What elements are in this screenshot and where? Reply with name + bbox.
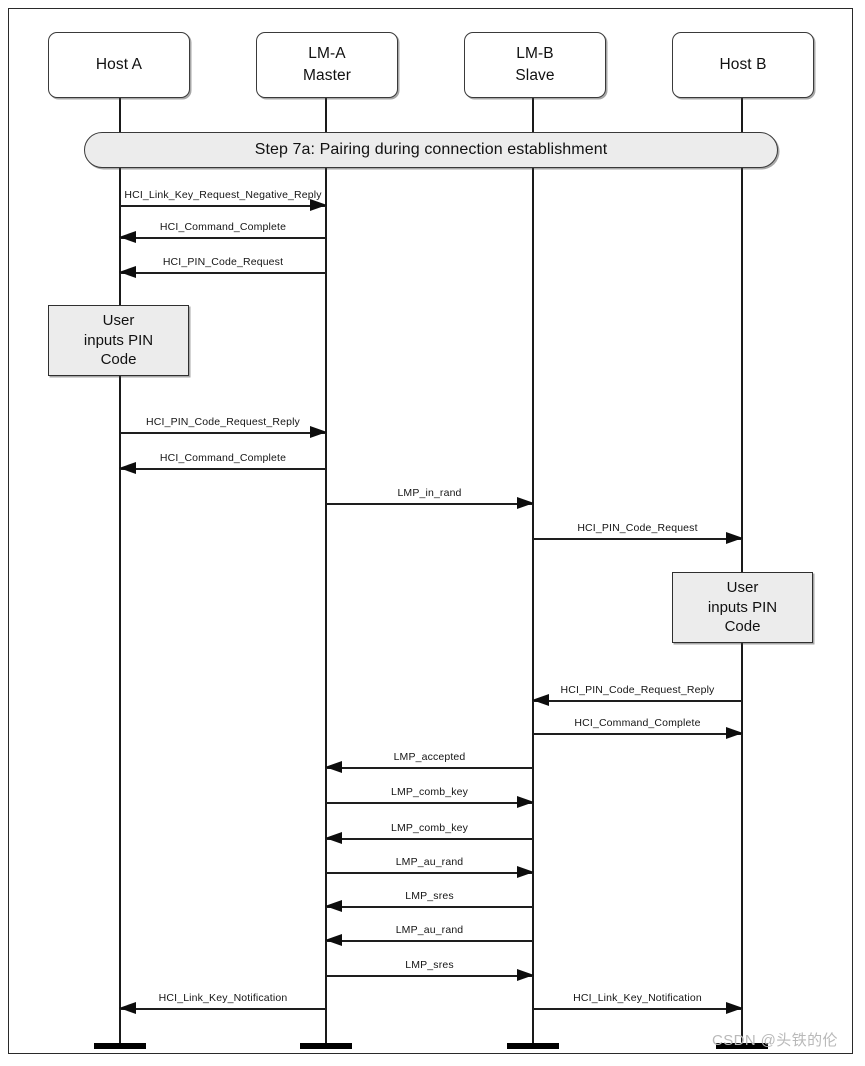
message-line-m06 [326,503,533,505]
message-line-m09 [533,733,742,735]
note-user-pin-b-line-1: inputs PIN [707,598,778,616]
message-label-m08: HCI_PIN_Code_Request_Reply [560,684,715,696]
diagram-outer-frame [8,8,853,1054]
arrow-right-icon [726,532,743,544]
message-label-m01: HCI_Link_Key_Request_Negative_Reply [124,189,322,201]
message-label-m17: HCI_Link_Key_Notification [158,992,288,1004]
arrow-right-icon [726,727,743,739]
message-label-m13: LMP_au_rand [395,856,464,868]
watermark-text: CSDN @头铁的伦 [712,1032,838,1049]
actor-box-lm-a[interactable]: LM-A Master [256,32,398,98]
message-line-m14 [326,906,533,908]
arrow-right-icon [310,426,327,438]
message-label-m06: LMP_in_rand [397,487,462,499]
arrow-left-icon [325,900,342,912]
message-label-m07: HCI_PIN_Code_Request [577,522,698,534]
arrow-right-icon [310,199,327,211]
term-lm-a [300,1043,352,1049]
message-label-m10: LMP_accepted [393,751,466,763]
message-label-m09: HCI_Command_Complete [574,717,701,729]
message-label-m14: LMP_sres [405,890,454,902]
message-line-m02 [120,237,326,239]
note-user-pin-a-line-2: Code [100,351,137,369]
arrow-left-icon [325,761,342,773]
note-user-pin-a: User inputs PIN Code [48,305,189,376]
actor-label-lm-a: LM-A [308,44,346,62]
arrow-left-icon [119,462,136,474]
actor-box-host-b[interactable]: Host B [672,32,814,98]
message-line-m03 [120,272,326,274]
message-label-m18: HCI_Link_Key_Notification [573,992,702,1004]
actor-label-lm-b: LM-B [516,44,554,62]
message-label-m02: HCI_Command_Complete [159,221,287,233]
message-label-m04: HCI_PIN_Code_Request_Reply [146,416,300,428]
arrow-left-icon [119,266,136,278]
lifeline-host-b [741,98,743,1043]
arrow-left-icon [119,1002,136,1014]
actor-label-host-b: Host B [719,55,767,73]
note-user-pin-b-line-0: User [726,578,759,596]
note-user-pin-b-line-2: Code [724,618,761,636]
message-line-m13 [326,872,533,874]
actor-label-host-a: Host A [95,55,143,73]
arrow-right-icon [726,1002,743,1014]
lifeline-host-a [119,98,121,1043]
message-label-m16: LMP_sres [405,959,454,971]
lifeline-lm-b [532,98,534,1043]
note-user-pin-a-line-0: User [102,311,135,329]
lifeline-lm-a [325,98,327,1043]
message-label-m03: HCI_PIN_Code_Request [162,256,284,268]
actor-box-host-a[interactable]: Host A [48,32,190,98]
message-line-m01 [120,205,326,207]
arrow-right-icon [517,796,534,808]
step-banner: Step 7a: Pairing during connection estab… [84,132,778,168]
message-line-m07 [533,538,742,540]
note-user-pin-a-line-1: inputs PIN [83,331,154,349]
message-line-m12 [326,838,533,840]
actor-role-lm-a: Master [303,67,351,84]
message-line-m18 [533,1008,742,1010]
message-label-m05: HCI_Command_Complete [159,452,287,464]
message-label-m12: LMP_comb_key [390,822,469,834]
term-host-a [94,1043,146,1049]
actor-role-lm-b: Slave [515,67,555,84]
message-label-m15: LMP_au_rand [395,924,464,936]
message-line-m11 [326,802,533,804]
step-banner-label: Step 7a: Pairing during connection estab… [254,141,608,158]
message-line-m17 [120,1008,326,1010]
message-line-m05 [120,468,326,470]
message-line-m15 [326,940,533,942]
arrow-left-icon [119,231,136,243]
actor-box-lm-b[interactable]: LM-B Slave [464,32,606,98]
note-user-pin-b: User inputs PIN Code [672,572,813,643]
term-host-b [716,1043,768,1049]
message-line-m04 [120,432,326,434]
message-label-m11: LMP_comb_key [390,786,469,798]
arrow-left-icon [325,832,342,844]
arrow-left-icon [325,934,342,946]
term-lm-b [507,1043,559,1049]
arrow-right-icon [517,969,534,981]
message-line-m10 [326,767,533,769]
message-line-m16 [326,975,533,977]
arrow-right-icon [517,497,534,509]
message-line-m08 [533,700,742,702]
arrow-left-icon [532,694,549,706]
arrow-right-icon [517,866,534,878]
